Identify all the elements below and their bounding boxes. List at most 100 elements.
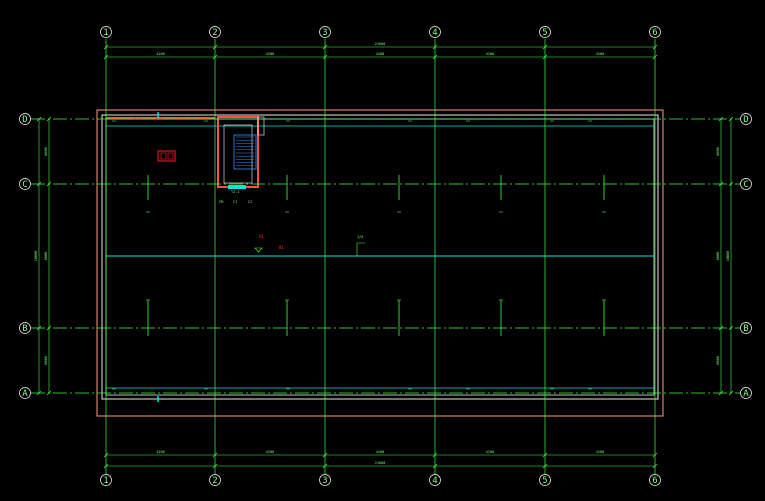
dim-tick [103, 463, 109, 469]
grid-bubble-bottom-4 [429, 474, 441, 486]
dim-tick [212, 54, 218, 60]
grid-bubble-bottom-3 [319, 474, 331, 486]
grid-bubble-bottom-label-2: 2 [212, 476, 217, 486]
outer-wall [101, 114, 659, 400]
dim-bay-bottom-2: 4200 [266, 450, 274, 454]
red-tag-b1: B1 [279, 245, 284, 250]
stair-label: TZ-1 [231, 190, 239, 194]
dim-left-seg-1: 6000 [44, 147, 48, 155]
dim-tick [36, 390, 42, 396]
dim-right-seg-1: 6000 [716, 147, 720, 155]
dim-tick [46, 390, 52, 396]
dim-tick [542, 44, 548, 50]
grid-bubble-right-label-A: A [743, 389, 749, 399]
room-tag-c1: C1 [233, 200, 237, 204]
dim-bay-bottom-4: 4200 [486, 450, 494, 454]
dim-tick [432, 54, 438, 60]
dim-tick [46, 181, 52, 187]
grid-bubble-bottom-5 [539, 474, 551, 486]
dim-tick [212, 44, 218, 50]
grid-bubble-top-2 [209, 26, 221, 38]
grid-bubble-left-A [19, 387, 31, 399]
grid-bubble-left-B [19, 322, 31, 334]
dim-tick [322, 452, 328, 458]
grid-bubble-bottom-6 [649, 474, 661, 486]
dim-bay-top-5: 4200 [596, 52, 604, 56]
grid-bubble-right-B [740, 322, 752, 334]
dim-tick [728, 390, 734, 396]
grid-bubble-top-label-4: 4 [432, 28, 437, 38]
grid-bubble-top-label-2: 2 [212, 28, 217, 38]
dim-overall-bottom: 21600 [375, 461, 386, 465]
dim-tick [542, 54, 548, 60]
dim-tick [652, 54, 658, 60]
red-fixture [157, 150, 176, 162]
grid-bubble-right-label-B: B [743, 324, 748, 334]
grid-bubble-top-6 [649, 26, 661, 38]
grid-bubble-left-D [19, 113, 31, 125]
grid-bubble-left-C [19, 178, 31, 190]
dim-tick [103, 452, 109, 458]
dim-tick [322, 463, 328, 469]
grid-bubble-right-label-D: D [743, 115, 748, 125]
dim-tick [432, 44, 438, 50]
dim-tick [212, 463, 218, 469]
dim-left-overall: 18000 [34, 251, 38, 262]
grid-bubble-top-label-5: 5 [542, 28, 547, 38]
dim-tick [46, 116, 52, 122]
dim-tick [36, 116, 42, 122]
dim-bay-bottom-5: 4200 [596, 450, 604, 454]
grid-bubble-top-label-1: 1 [103, 28, 108, 38]
dim-tick [718, 116, 724, 122]
dim-tick [36, 325, 42, 331]
dim-tick [652, 463, 658, 469]
grid-bubble-bottom-label-4: 4 [432, 476, 437, 486]
mid-label: 1/A [357, 235, 364, 239]
dim-tick [46, 325, 52, 331]
dim-tick [728, 325, 734, 331]
grid-bubble-top-3 [319, 26, 331, 38]
mid-leader [356, 242, 365, 256]
dim-bay-top-2: 4200 [266, 52, 274, 56]
building-outline [96, 109, 664, 417]
dim-tick [36, 181, 42, 187]
dim-left-seg-3: 6000 [44, 356, 48, 364]
grid-bubble-left-label-C: C [22, 180, 27, 190]
dim-bay-top-1: 4200 [156, 52, 164, 56]
grid-bubble-top-5 [539, 26, 551, 38]
dim-bay-top-3: 4200 [376, 52, 384, 56]
grid-bubble-bottom-2 [209, 474, 221, 486]
dim-tick [718, 325, 724, 331]
dim-tick [542, 463, 548, 469]
dim-tick [728, 116, 734, 122]
grid-bubble-right-label-C: C [743, 180, 748, 190]
grid-bubble-left-label-D: D [22, 115, 27, 125]
dim-tick [103, 54, 109, 60]
grid-bubble-bottom-label-6: 6 [652, 476, 657, 486]
dim-right-seg-3: 6000 [716, 356, 720, 364]
stairwell [217, 116, 265, 189]
grid-bubble-bottom-label-5: 5 [542, 476, 547, 486]
inner-wall [105, 118, 655, 396]
grid-bubble-right-A [740, 387, 752, 399]
dim-tick [718, 181, 724, 187]
grid-bubble-top-label-3: 3 [322, 28, 327, 38]
dim-right-overall: 18000 [726, 251, 730, 262]
dim-tick [432, 463, 438, 469]
room-tag-c2: C2 [248, 200, 252, 204]
dim-tick [432, 452, 438, 458]
dim-tick [728, 181, 734, 187]
dim-tick [322, 54, 328, 60]
grid-bubble-right-C [740, 178, 752, 190]
dim-tick [542, 452, 548, 458]
level-marker [254, 247, 263, 253]
dim-tick [212, 452, 218, 458]
dim-bay-bottom-3: 4200 [376, 450, 384, 454]
dim-left-seg-2: 6000 [44, 252, 48, 260]
dim-bay-top-4: 4200 [486, 52, 494, 56]
grid-bubble-left-label-B: B [22, 324, 27, 334]
dim-tick [103, 44, 109, 50]
red-tag-a1: A1 [259, 234, 264, 239]
room-tag-fm: FM [219, 200, 223, 204]
